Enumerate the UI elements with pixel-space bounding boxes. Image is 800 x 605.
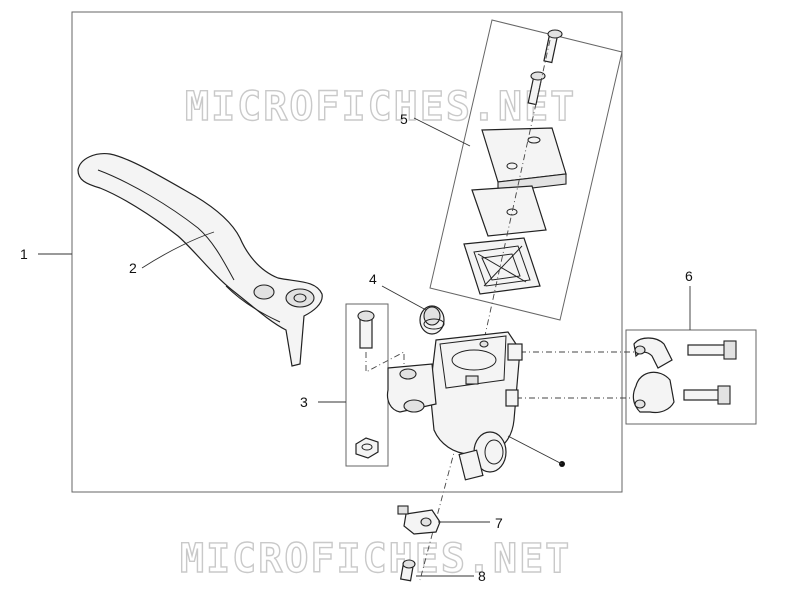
assembly-axis xyxy=(419,39,551,581)
callout-4: 4 xyxy=(369,271,377,287)
callout-6: 6 xyxy=(685,268,693,284)
leader-5 xyxy=(413,117,471,147)
sight-plug xyxy=(419,305,445,335)
callout-1: 1 xyxy=(20,246,28,262)
cap-screw-1 xyxy=(543,29,563,64)
callout-2: 2 xyxy=(129,260,137,276)
watermark-bottom: MICROFICHES.NET xyxy=(180,536,571,582)
brake-lever xyxy=(77,153,323,367)
callout-5: 5 xyxy=(400,111,408,127)
pivot-bolt xyxy=(357,310,375,349)
leader-2 xyxy=(141,231,215,269)
clamp-group-frame xyxy=(625,329,757,425)
watermark-top: MICROFICHES.NET xyxy=(185,84,576,130)
master-cylinder-body xyxy=(386,331,523,481)
handlebar-clamp xyxy=(632,337,675,414)
brake-light-switch xyxy=(397,505,441,535)
callout-3: 3 xyxy=(300,394,308,410)
clamp-bolt-upper xyxy=(687,340,737,360)
leader-4 xyxy=(381,285,427,311)
callout-8: 8 xyxy=(478,568,486,584)
clamp-bolt-lower xyxy=(683,385,731,405)
reference-dot-leader xyxy=(507,435,563,465)
reservoir-group-frame xyxy=(429,19,623,321)
screw-axis xyxy=(365,351,405,373)
pivot-nut xyxy=(355,437,379,459)
reservoir-cap-assembly xyxy=(463,29,567,295)
switch-screw xyxy=(399,559,416,582)
assembly-frame xyxy=(71,11,623,493)
callout-7: 7 xyxy=(495,515,503,531)
